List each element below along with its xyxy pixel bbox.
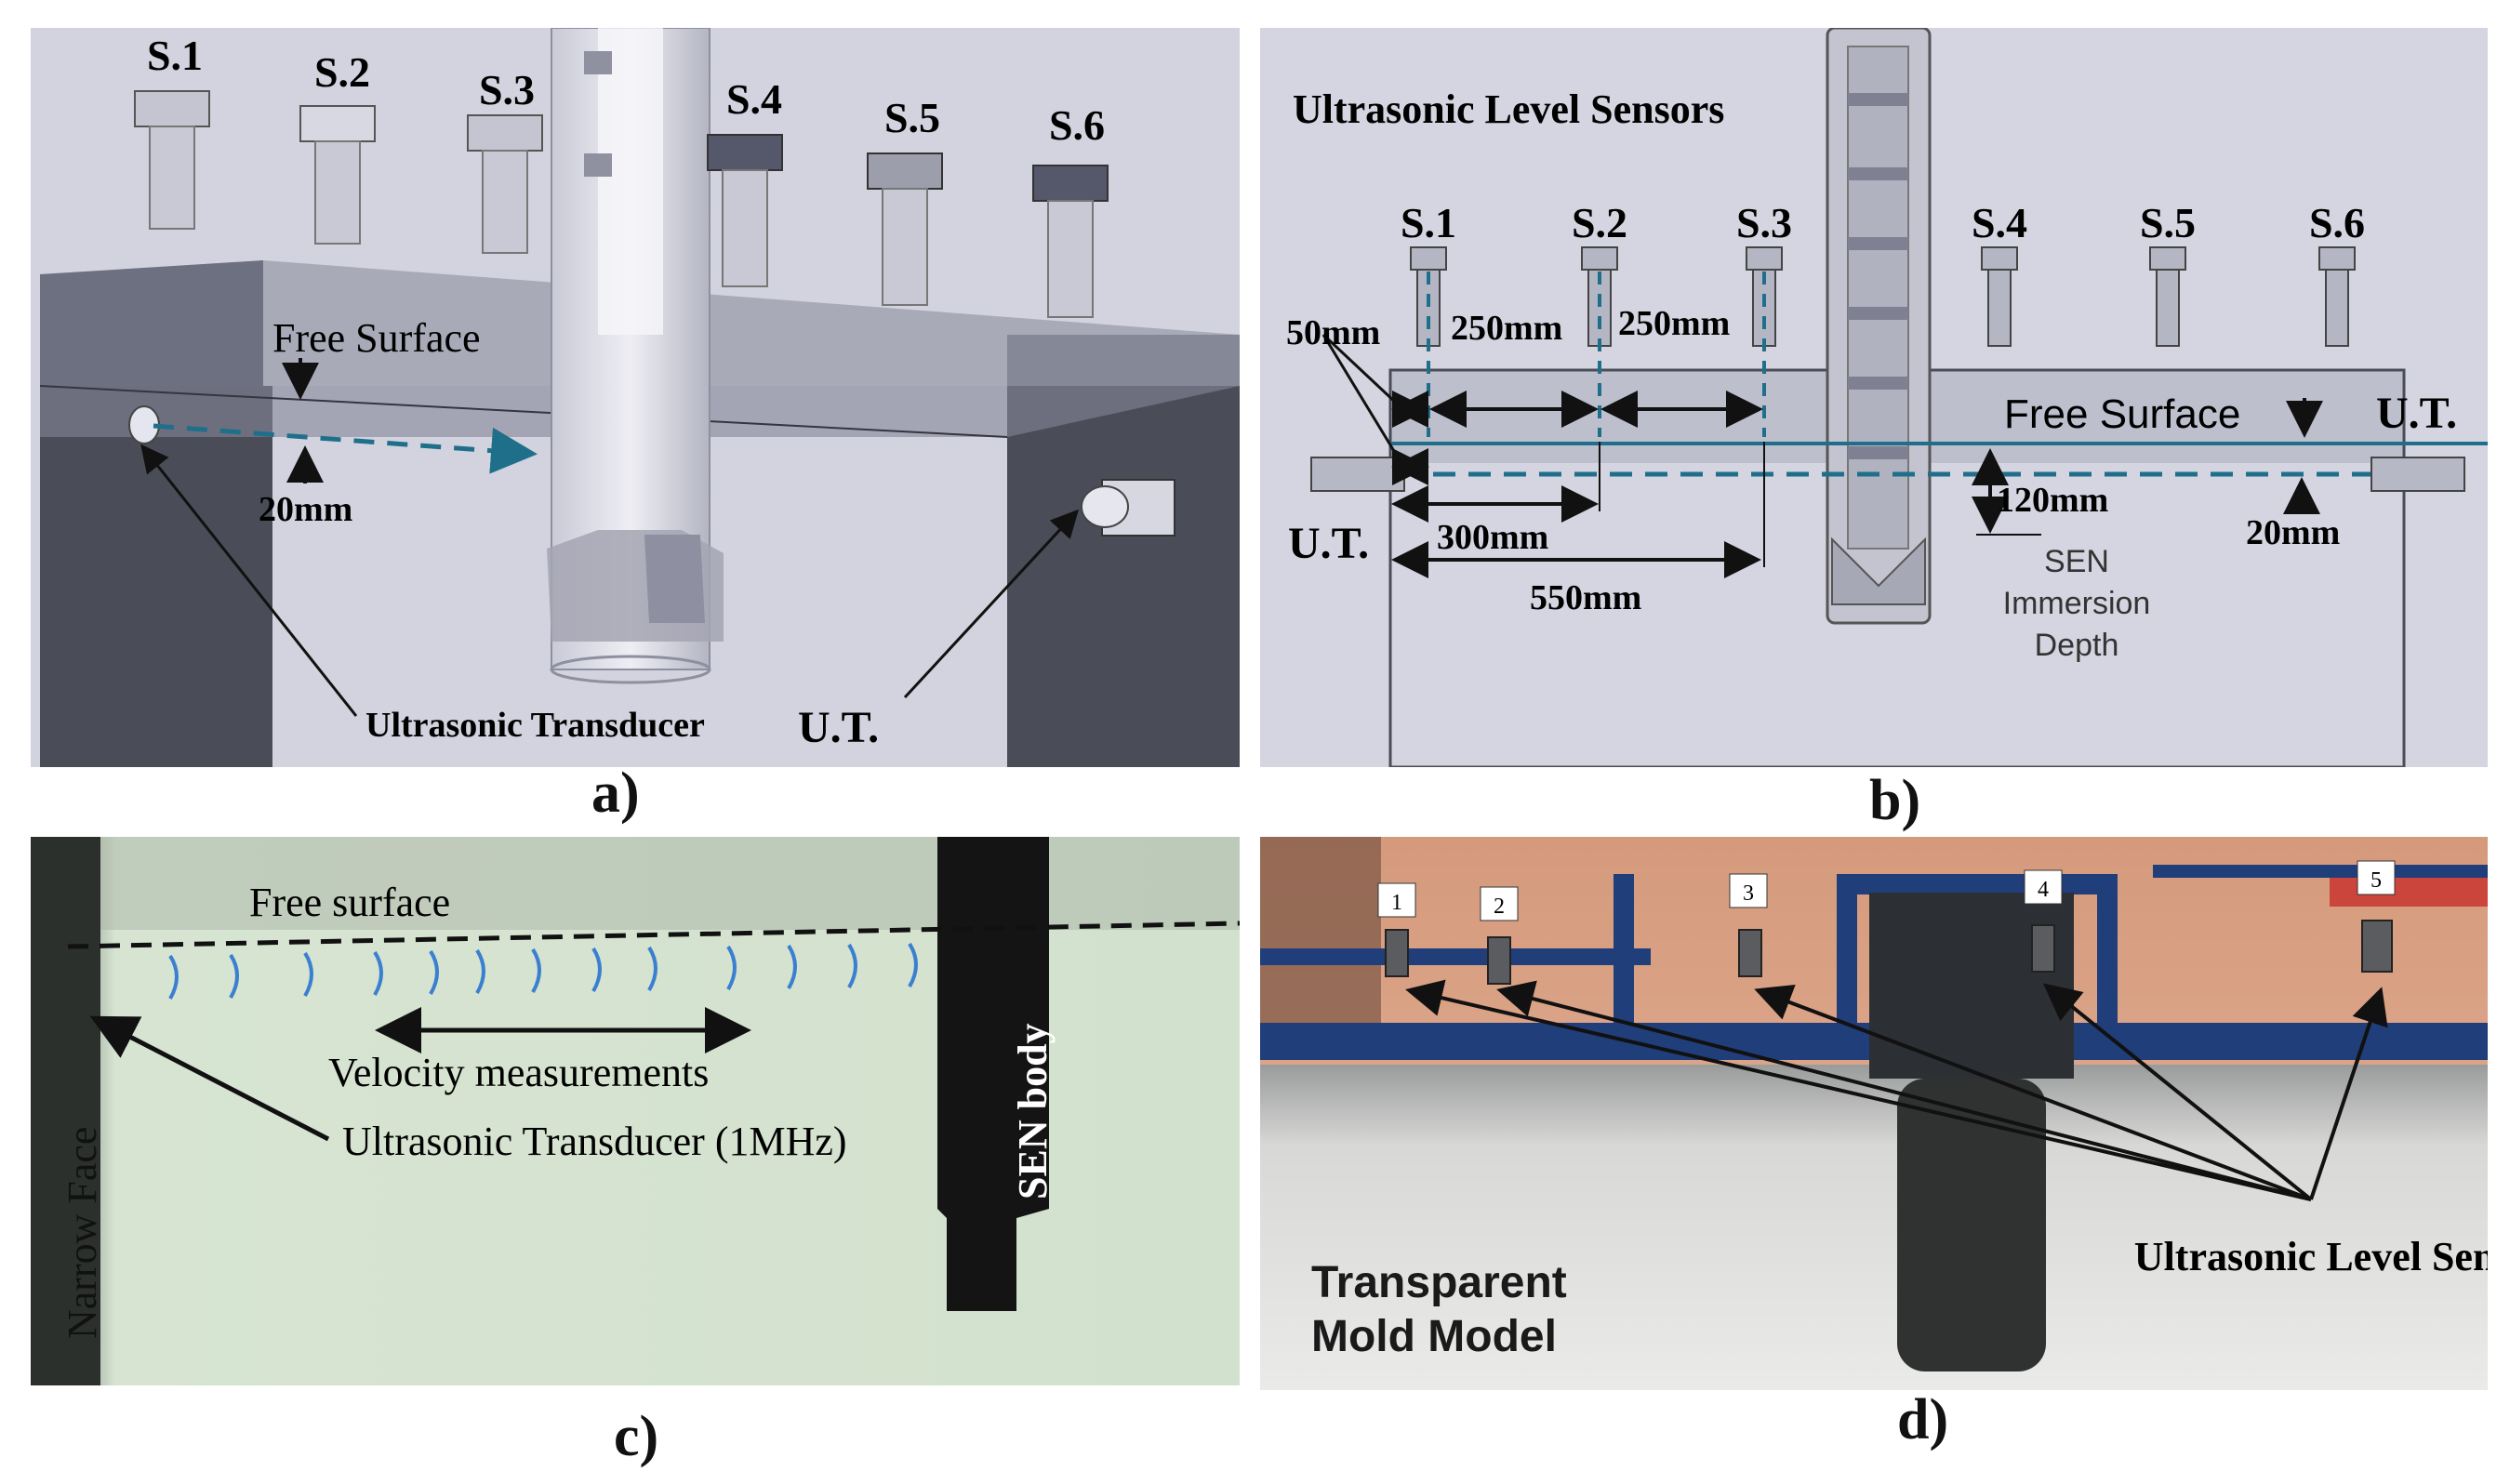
sen-depth-line1: SEN [2044, 544, 2109, 579]
sensor-s3 [467, 114, 543, 254]
transducer-left-b [1310, 457, 1405, 492]
label-s2: S.2 [314, 48, 370, 96]
panel-b-title: Ultrasonic Level Sensors [1293, 86, 1724, 132]
left-wall [40, 386, 272, 767]
sensor-num-3: 3 [1743, 881, 1754, 906]
narrow-face-wall [31, 837, 100, 1385]
free-surface-label-c: Free surface [249, 880, 450, 925]
mold-label-line2: Mold Model [1311, 1312, 1557, 1361]
label-s1: S.1 [147, 32, 203, 79]
sensors-label-d: Ultrasonic Level Sensors [2134, 1234, 2488, 1279]
beam-path [153, 423, 538, 474]
ultrasonic-waves [168, 942, 918, 1000]
sen-depth-line3: Depth [2035, 628, 2119, 663]
sensor-s6 [1032, 165, 1109, 318]
caption-b: b) [1869, 769, 1921, 832]
sensor-group-a [134, 90, 1109, 318]
label-b-s4: S.4 [1972, 199, 2027, 246]
sensor-num-2: 2 [1494, 894, 1505, 919]
panel-b: Ultrasonic Level Sensors Free Surface U.… [1260, 28, 2488, 767]
sen-cylinder [1897, 1079, 2046, 1371]
mold-top-left [40, 260, 263, 386]
ut-label-a: U.T. [798, 703, 879, 752]
sen-holder [1869, 893, 2074, 1079]
sensor-s5 [867, 152, 943, 306]
ut-right-label-b: U.T. [2376, 389, 2457, 438]
label-s4: S.4 [726, 75, 782, 123]
label-s5: S.5 [884, 94, 940, 141]
sensor-s2 [299, 105, 376, 245]
sensor-group-b [1410, 246, 2356, 347]
sensor-num-5: 5 [2371, 868, 2382, 893]
label-b-s1: S.1 [1401, 199, 1456, 246]
dim-550mm: 550mm [1530, 578, 1641, 617]
dim-300mm: 300mm [1437, 518, 1548, 557]
transducer-right-b [2371, 457, 2465, 492]
label-b-s5: S.5 [2140, 199, 2196, 246]
sensor-s1 [134, 90, 210, 230]
narrow-face-label: Narrow Face [60, 1127, 105, 1339]
dim-250mm-b: 250mm [1618, 304, 1730, 343]
caption-a: a) [591, 762, 640, 825]
sensor-num-4: 4 [2038, 878, 2049, 902]
velocity-label: Velocity measurements [328, 1050, 709, 1095]
free-surface-label-b: Free Surface [2004, 391, 2240, 437]
label-b-s3: S.3 [1736, 199, 1792, 246]
sensor-s4 [707, 134, 783, 287]
dim-20mm-b: 20mm [2246, 513, 2340, 552]
transducer-label-a: Ultrasonic Transducer [365, 706, 705, 745]
sensors-d [1385, 920, 2393, 985]
sensor-num-1: 1 [1391, 891, 1402, 915]
mold-model-d [1260, 1065, 2488, 1390]
label-s3: S.3 [479, 66, 535, 113]
caption-d: d) [1897, 1388, 1949, 1451]
ut-left-label-b: U.T. [1288, 519, 1369, 568]
panel-d: 1 2 3 4 5 Ultrasonic Level Sensors Trans… [1260, 837, 2488, 1390]
mold-label-line1: Transparent [1311, 1258, 1567, 1307]
dim-120mm: 120mm [1997, 481, 2108, 520]
transducer-label-c: Ultrasonic Transducer (1MHz) [342, 1119, 847, 1164]
dim-20mm-a: 20mm [259, 490, 352, 529]
label-b-s6: S.6 [2309, 199, 2365, 246]
leader-lines-d [1405, 979, 2388, 1201]
free-surface-line-c [67, 921, 1240, 949]
label-s6: S.6 [1049, 101, 1105, 149]
sen-depth-line2: Immersion [2003, 586, 2151, 621]
panel-a: S.1 S.2 S.3 S.4 S.5 S.6 Free Surface 20m… [31, 28, 1240, 767]
sen-body-label: SEN body [1010, 1023, 1056, 1199]
dim-250mm-a: 250mm [1451, 309, 1562, 348]
free-surface-label: Free Surface [272, 315, 481, 361]
caption-c: c) [614, 1405, 659, 1468]
panel-c: Free surface Velocity measurements Ultra… [31, 837, 1240, 1385]
dim-50mm: 50mm [1286, 313, 1380, 352]
label-b-s2: S.2 [1572, 199, 1627, 246]
sen-body-shape [937, 837, 1049, 1311]
